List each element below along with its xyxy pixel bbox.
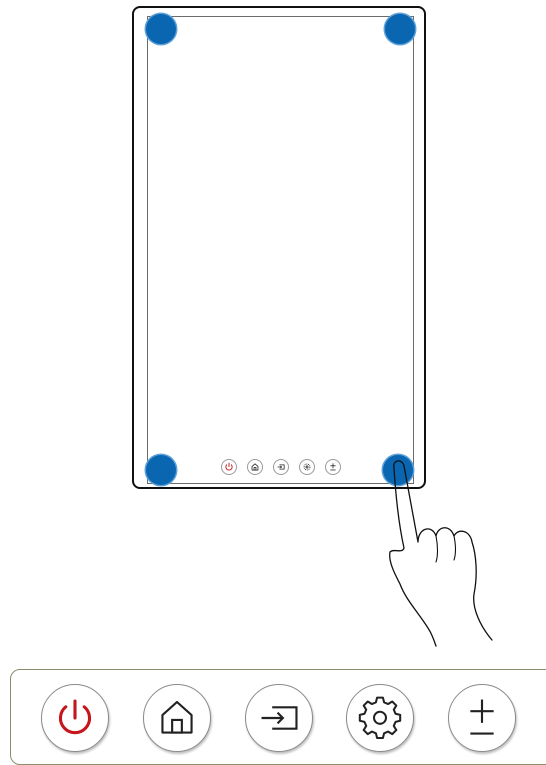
settings-gear-icon	[300, 460, 314, 474]
power-icon	[222, 460, 236, 474]
mini-home-button[interactable]	[247, 459, 263, 475]
source-input-icon	[246, 685, 312, 751]
power-icon	[42, 685, 108, 751]
home-button[interactable]	[143, 684, 211, 752]
mini-volume-button[interactable]	[325, 459, 341, 475]
settings-gear-icon	[347, 685, 413, 751]
pointing-hand-icon	[380, 450, 510, 650]
home-icon	[144, 685, 210, 751]
display-screen	[147, 16, 414, 484]
mini-settings-button[interactable]	[299, 459, 315, 475]
home-icon	[248, 460, 262, 474]
touch-point-bottom-left[interactable]	[146, 455, 176, 485]
touch-point-top-right[interactable]	[385, 14, 415, 44]
volume-plus-minus-icon	[449, 685, 515, 751]
volume-plus-minus-icon	[326, 460, 340, 474]
volume-button[interactable]	[448, 684, 516, 752]
source-button[interactable]	[245, 684, 313, 752]
source-input-icon	[274, 460, 288, 474]
mini-source-button[interactable]	[273, 459, 289, 475]
power-button[interactable]	[41, 684, 109, 752]
settings-button[interactable]	[346, 684, 414, 752]
touch-point-top-left[interactable]	[146, 14, 176, 44]
mini-power-button[interactable]	[221, 459, 237, 475]
